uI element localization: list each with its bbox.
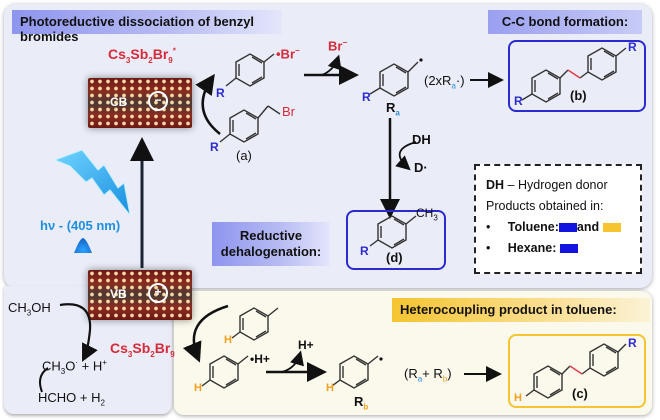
electron-transfer-arrow — [195, 73, 221, 135]
legend-products-title: Products obtained in: — [486, 199, 604, 213]
ra-plus-rb-text: (R — [404, 366, 418, 381]
ra-subscript: a — [395, 108, 400, 118]
lightning-bolt-icon — [53, 149, 131, 216]
cb-label: CB — [110, 95, 128, 109]
radical-br-text: •Br — [276, 46, 295, 62]
legend-dh-desc: – Hydrogen donor — [507, 178, 608, 192]
rb-text: R — [354, 394, 364, 409]
product-d-molecule — [369, 215, 417, 249]
ch3-label: CH3 — [416, 206, 438, 223]
r-substituent-d: R — [360, 244, 369, 258]
legend-item-toluene: • Toluene:and — [486, 220, 630, 234]
toluene-oxidation-arrow — [182, 304, 229, 363]
h-plus-leaving: H+ — [298, 338, 314, 352]
methoxy-radical-label: CH3O· + H+ — [42, 358, 107, 376]
vb-label: VB — [110, 287, 127, 301]
toluene-molecule — [231, 307, 279, 341]
ra-radical-molecule — [369, 61, 419, 97]
br-anion-leaving: Br− — [328, 38, 348, 54]
methanol-label: CH3OH — [8, 300, 51, 318]
label-a: (a) — [236, 148, 252, 163]
toluene-radical-cation-molecule — [201, 355, 249, 389]
legend-box: DH – Hydrogen donor Products obtained in… — [474, 164, 642, 274]
r-substituent-a: R — [210, 140, 219, 154]
electron-icon: − — [148, 91, 168, 111]
label-c: (c) — [572, 386, 588, 401]
crystal-vb: VB + — [88, 270, 192, 320]
light-label: hν - (405 nm) — [40, 218, 121, 233]
benzyl-bromide-molecule — [219, 105, 281, 143]
header-photoreductive: Photoreductive dissociation of benzyl br… — [12, 10, 282, 44]
radical-anion-molecule — [225, 53, 275, 87]
ra-label: Ra — [386, 100, 400, 118]
swatch-blue — [558, 223, 577, 233]
header-heterocoupling: Heterocoupling product in toluene: — [392, 298, 650, 322]
dh-label: DH — [412, 132, 431, 147]
rb-radical-molecule — [331, 355, 379, 389]
ra-plus-rb-label: (Ra+ Rb) — [404, 366, 452, 384]
ra-text: R — [386, 100, 396, 115]
product-d-box — [346, 210, 446, 270]
product-c-box — [508, 334, 646, 408]
product-b-box — [508, 40, 646, 112]
r-substituent-c: R — [628, 336, 637, 350]
h-atom-rb: H — [326, 382, 334, 394]
methanol-oxidation-arrow — [59, 303, 98, 362]
header-cc-bond: C-C bond formation: — [488, 10, 642, 34]
legend-dh-term: DH — [486, 178, 505, 192]
d-radical-label: D· — [414, 160, 428, 175]
light-peak-icon — [74, 238, 92, 253]
legend-item-hexane: • Hexane: — [486, 241, 630, 255]
h-atom-toluene: H — [224, 334, 232, 346]
benzyl-br-label: Br — [282, 104, 295, 119]
catalyst-ground-label: Cs3Sb2Br9 — [110, 340, 175, 359]
header-reductive-line1: Reductive — [239, 228, 303, 243]
product-b-molecule — [521, 47, 627, 103]
rb-subscript: b — [363, 402, 369, 412]
product-c-molecule — [525, 343, 627, 399]
header-reductive-dehalogenation: Reductive dehalogenation: — [212, 222, 330, 266]
h-atom-radical-cation: H — [194, 382, 202, 394]
r-substituent-ra: R — [362, 90, 371, 104]
legend-joiner: and — [576, 220, 600, 234]
formaldehyde-label: HCHO + H2 — [38, 390, 105, 408]
radical-h-plus-text: •H+ — [250, 352, 270, 366]
rb-label: Rb — [354, 394, 368, 412]
label-d: (d) — [386, 250, 403, 265]
r-substituent-top: R — [216, 86, 225, 100]
legend-dh-row: DH – Hydrogen donor — [486, 178, 630, 192]
hole-icon: + — [148, 283, 168, 303]
radical-cation-label: •H+ — [250, 352, 270, 366]
label-b: (b) — [570, 88, 587, 103]
r-substituent-b-left: R — [514, 94, 523, 108]
legend-solvent-toluene: Toluene: — [507, 220, 559, 234]
crystal-cb: CB − — [88, 78, 192, 128]
header-reductive-line2: dehalogenation: — [220, 244, 322, 259]
plus-rb-text: + R — [422, 366, 443, 381]
h-atom-product-c: H — [514, 392, 522, 404]
legend-solvent-hexane: Hexane: — [507, 241, 557, 255]
two-x-ra-text: (2xR — [424, 73, 452, 88]
swatch-blue-hexane — [559, 244, 578, 254]
r-substituent-b-right: R — [628, 40, 637, 54]
radical-br-label: •Br− — [276, 46, 300, 62]
catalyst-excited-label: Cs3Sb2Br9* — [108, 46, 176, 65]
br-leaving-text: Br — [328, 38, 343, 54]
two-x-ra-label: (2xRa·) — [424, 73, 465, 91]
swatch-yellow — [602, 223, 621, 233]
